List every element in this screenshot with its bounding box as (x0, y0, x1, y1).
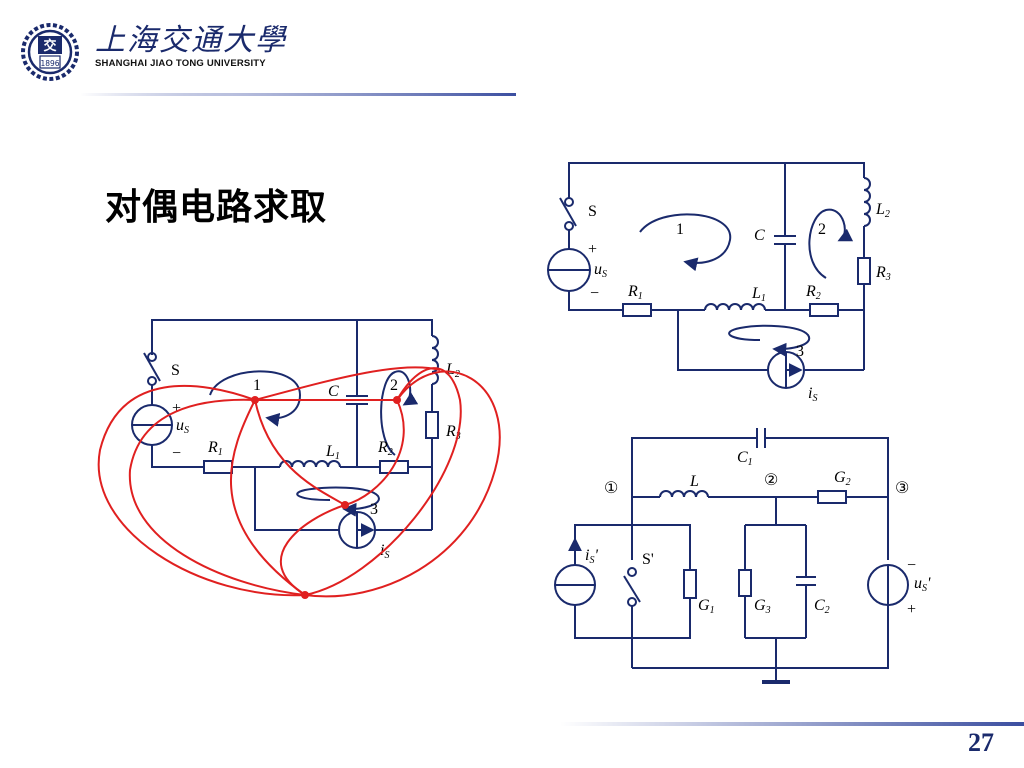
dual-node (301, 591, 309, 599)
label-overlay-us: uS (176, 417, 189, 436)
dual-graph-overlay (97, 366, 501, 598)
dual-graph-nodes (251, 396, 401, 599)
label-node-1: ① (604, 480, 618, 497)
label-l2: L2 (875, 201, 890, 220)
label-mesh-1: 1 (676, 221, 684, 238)
label-plus-dual: + (907, 601, 916, 618)
label-overlay-minus: − (172, 445, 181, 462)
dual-node (393, 396, 401, 404)
page-number: 27 (968, 728, 994, 757)
label-minus-dual: − (907, 557, 916, 574)
label-overlay-l2: L2 (445, 361, 460, 380)
label-g3: G3 (754, 597, 771, 616)
label-node-2: ② (764, 472, 778, 489)
label-c: C (754, 227, 765, 244)
label-l1: L1 (751, 285, 766, 304)
label-us-dual: uS' (914, 575, 931, 594)
school-name-en: SHANGHAI JIAO TONG UNIVERSITY (95, 58, 266, 69)
label-overlay-mesh-2: 2 (390, 377, 398, 394)
label-overlay-r1: R1 (207, 439, 223, 458)
label-overlay-mesh-3: 3 (370, 501, 378, 518)
circuit-original (547, 162, 871, 389)
label-r2: R2 (805, 283, 821, 302)
dual-node (251, 396, 259, 404)
label-c1: C1 (737, 449, 753, 468)
label-node-3: ③ (895, 480, 909, 497)
dual-node (341, 501, 349, 509)
label-switch: S (588, 203, 597, 220)
label-overlay-l1: L1 (325, 443, 340, 462)
label-switch-dual: S' (642, 551, 654, 568)
label-mesh-3: 3 (796, 343, 804, 360)
label-overlay-is: iS (380, 542, 389, 561)
label-r1: R1 (627, 283, 643, 302)
label-is-dual: iS' (585, 547, 598, 566)
university-logo-icon: 交 1896 (21, 23, 79, 81)
label-c2: C2 (814, 597, 830, 616)
label-g2: G2 (834, 469, 851, 488)
footer-divider (560, 722, 1024, 726)
label-overlay-plus: + (172, 400, 181, 417)
university-header: 上海交通大學 SHANGHAI JIAO TONG UNIVERSITY (95, 23, 287, 70)
label-overlay-switch: S (171, 362, 180, 379)
label-is: iS (808, 385, 817, 404)
svg-text:交: 交 (43, 38, 56, 54)
header-divider (80, 93, 516, 96)
school-name-cn: 上海交通大學 (95, 23, 287, 58)
label-us: uS (594, 261, 607, 280)
label-overlay-mesh-1: 1 (253, 377, 261, 394)
label-overlay-c: C (328, 383, 339, 400)
label-l: L (689, 473, 699, 490)
label-overlay-r2: R2 (377, 439, 393, 458)
label-minus: − (590, 285, 599, 302)
slide-title: 对偶电路求取 (105, 187, 328, 228)
label-g1: G1 (698, 597, 715, 616)
label-mesh-2: 2 (818, 221, 826, 238)
circuit-overlay-base (131, 319, 439, 549)
label-plus: + (588, 241, 597, 258)
svg-text:1896: 1896 (40, 59, 59, 68)
label-r3: R3 (875, 264, 891, 283)
circuit-dual (554, 428, 909, 684)
